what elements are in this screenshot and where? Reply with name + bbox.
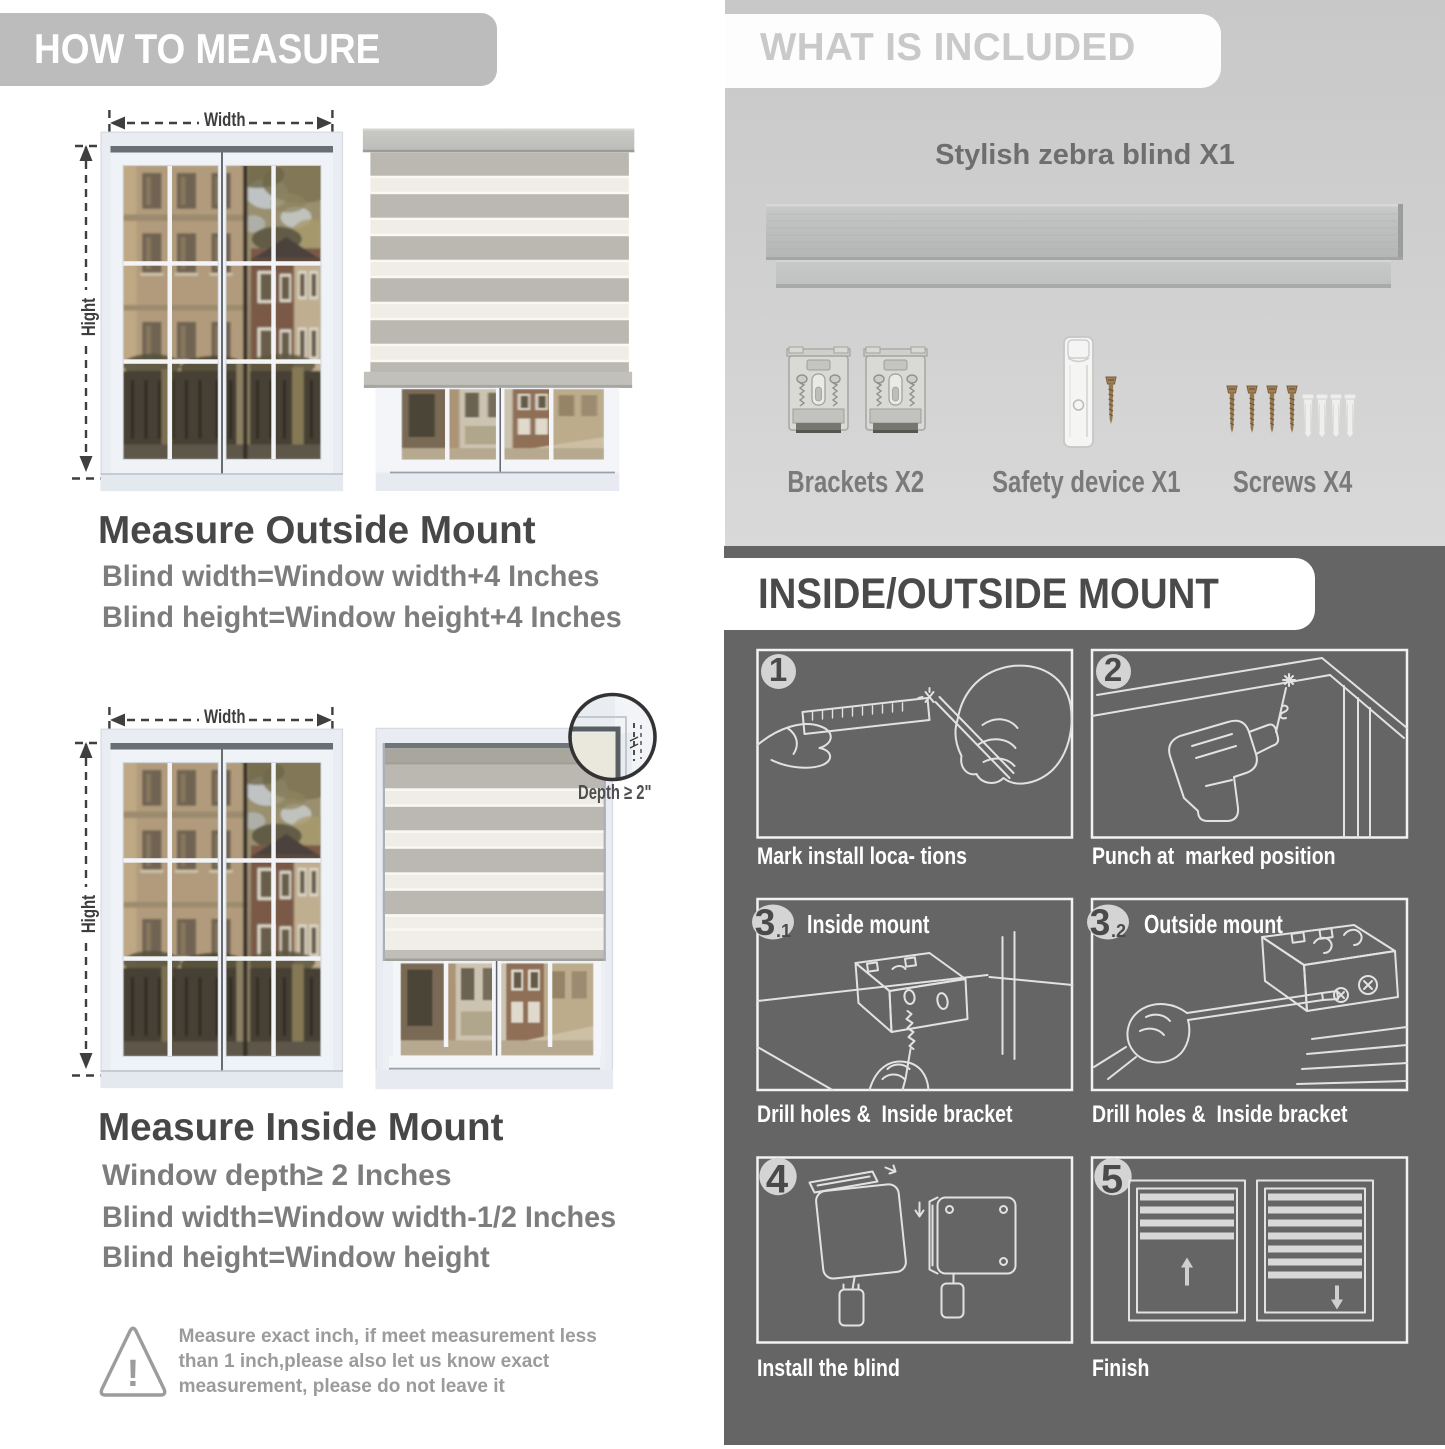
svg-text:.1: .1 — [776, 921, 791, 941]
svg-text:4: 4 — [766, 1158, 789, 1202]
svg-text:.2: .2 — [1111, 921, 1126, 941]
svg-text:3: 3 — [755, 902, 776, 943]
svg-text:3: 3 — [1090, 902, 1111, 943]
svg-text:!: ! — [127, 1353, 140, 1395]
svg-text:1: 1 — [769, 651, 787, 688]
svg-text:5: 5 — [1101, 1158, 1123, 1202]
svg-text:2: 2 — [1104, 651, 1122, 688]
